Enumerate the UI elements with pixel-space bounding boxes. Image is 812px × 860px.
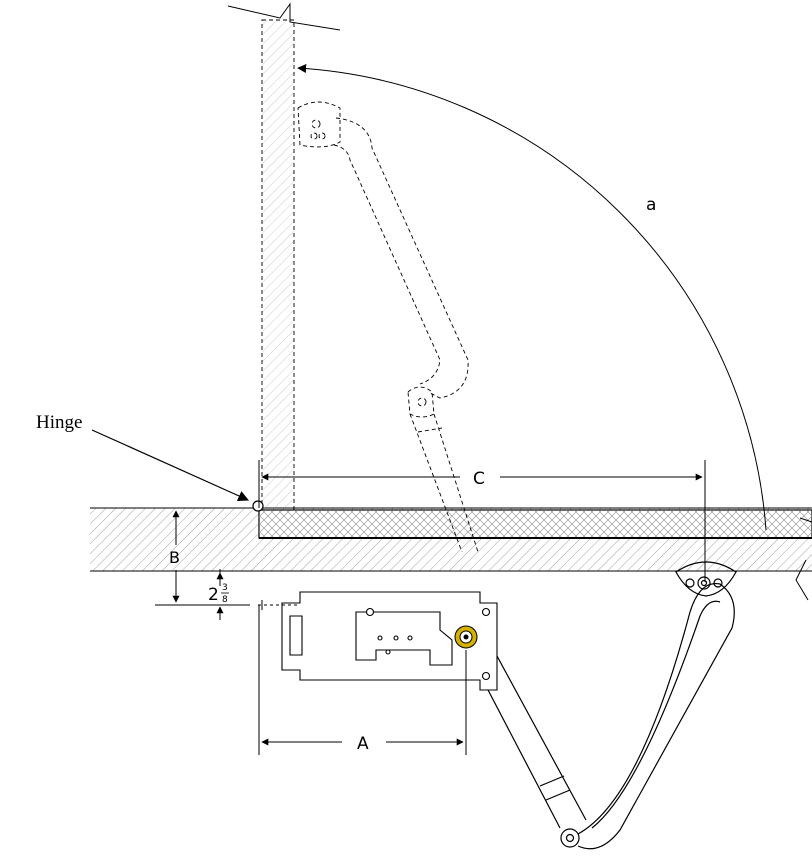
hinge-leader xyxy=(91,429,249,501)
operator-body xyxy=(281,591,498,691)
door-closed xyxy=(258,509,812,539)
dim-b-label: B xyxy=(169,548,180,567)
angle-label: a xyxy=(646,195,656,215)
offset-whole: 2 xyxy=(208,585,219,605)
hinge-pivot xyxy=(252,500,264,512)
door-open xyxy=(261,19,295,511)
dimension-a xyxy=(258,605,467,755)
swing-arc xyxy=(297,64,767,531)
arm-solid xyxy=(461,561,737,850)
drive-shaft xyxy=(454,625,478,649)
offset-numerator: 3 xyxy=(222,583,228,593)
arm-open-dashed xyxy=(297,101,479,553)
dimension-offset xyxy=(216,569,300,620)
dim-c-label: C xyxy=(473,469,485,489)
break-mark xyxy=(227,2,812,601)
dim-a-label: A xyxy=(357,734,369,754)
offset-denominator: 8 xyxy=(222,595,228,605)
dimension-c xyxy=(258,460,706,582)
hinge-label: Hinge xyxy=(36,412,82,433)
